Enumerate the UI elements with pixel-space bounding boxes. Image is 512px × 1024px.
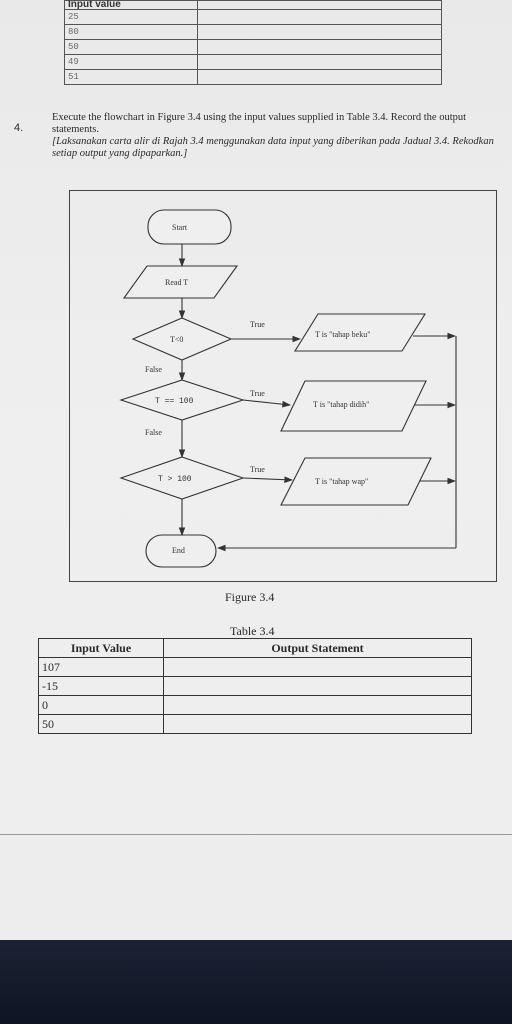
figure-caption: Figure 3.4 (225, 590, 275, 604)
question-malay: [Laksanakan carta alir di Rajah 3.4 meng… (52, 136, 494, 159)
divider (0, 834, 512, 835)
false-label-1: False (145, 365, 162, 374)
table-caption: Table 3.4 (230, 624, 275, 638)
output-table: Input Value Output Statement 107 -15 0 5… (38, 638, 472, 734)
input-cell: -15 (38, 676, 164, 696)
table-row: -15 (38, 676, 472, 696)
output-cell[interactable] (163, 695, 472, 715)
read-label: Read T (165, 278, 188, 287)
start-terminator (147, 209, 232, 245)
read-input-shape (122, 265, 239, 299)
output-2-label: T is "tahap didih" (313, 400, 369, 409)
input-value-table: Input value 25 80 50 49 51 (64, 0, 442, 85)
start-label: Start (172, 223, 188, 232)
column-header-output: Output Statement (163, 638, 472, 658)
output-3-shape (280, 457, 432, 506)
flowchart-frame (69, 190, 497, 582)
input-cell: 107 (38, 657, 164, 677)
true-label-1: True (250, 320, 265, 329)
question-text: Execute the flowchart in Figure 3.4 usin… (52, 112, 502, 160)
output-cell[interactable] (163, 714, 472, 734)
output-1-label: T is "tahap beku" (315, 330, 370, 339)
end-label: End (172, 546, 185, 555)
table-row: 51 (64, 69, 442, 85)
question-number: 4. (14, 122, 24, 134)
input-cell: 0 (38, 695, 164, 715)
column-header-input: Input Value (38, 638, 164, 658)
question-english: Execute the flowchart in Figure 3.4 usin… (52, 112, 467, 135)
output-cell[interactable] (163, 657, 472, 677)
output-3-label: T is "tahap wap" (315, 477, 368, 486)
table-row: 0 (38, 695, 472, 715)
true-label-3: True (250, 465, 265, 474)
table-row: 50 (38, 714, 472, 734)
decision-2-label: T == 100 (155, 397, 194, 406)
input-cell: 50 (38, 714, 164, 734)
decision-1-label: T<0 (170, 335, 183, 344)
false-label-2: False (145, 428, 162, 437)
table-row: 107 (38, 657, 472, 677)
output-cell[interactable] (163, 676, 472, 696)
true-label-2: True (250, 389, 265, 398)
background-surface (0, 940, 512, 1024)
decision-3-label: T > 100 (158, 475, 192, 484)
paper-sheet (0, 0, 512, 960)
output-1-shape (294, 313, 426, 352)
output-2-shape (280, 380, 427, 432)
